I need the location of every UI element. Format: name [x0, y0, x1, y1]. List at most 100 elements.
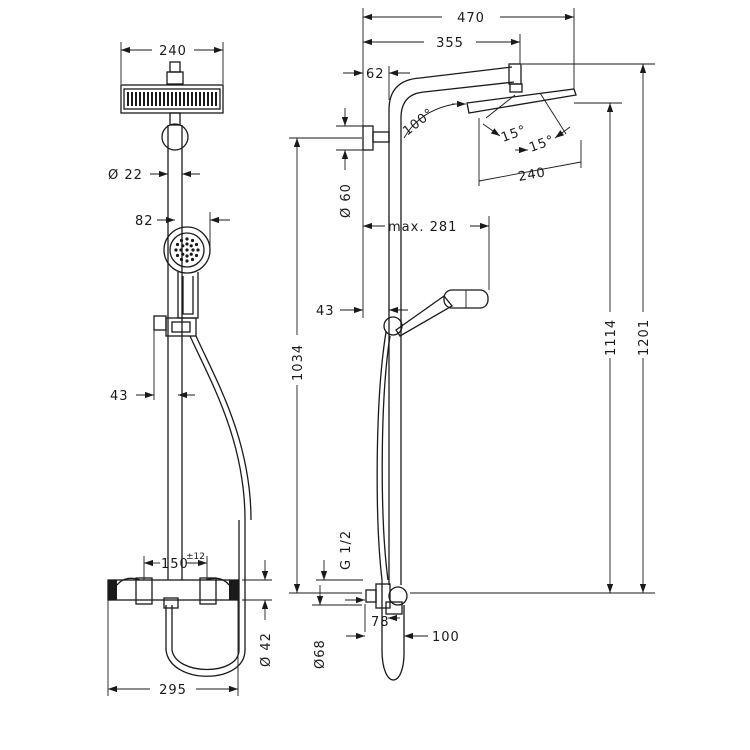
- dim-front-dia-42-label: Ø 42: [259, 632, 274, 667]
- nozzle-bar: [211, 92, 213, 106]
- front-riser-pipe: [167, 125, 183, 580]
- dim-front-dia-22-label: Ø 22: [108, 168, 143, 183]
- dim-front-82: 82: [135, 212, 230, 246]
- nozzle-bar: [191, 92, 193, 106]
- spray-dot: [181, 244, 185, 248]
- dim-side-dia-60-label: Ø 60: [339, 183, 354, 218]
- dim-side-470: 470: [362, 8, 575, 126]
- spray-dot: [179, 257, 184, 262]
- spray-dot: [194, 242, 199, 247]
- dim-side-240: 240: [478, 118, 582, 186]
- nozzle-bar: [179, 92, 181, 106]
- dim-side-g12: G 1/2: [316, 530, 363, 581]
- dim-side-15deg: 15° 15°: [482, 123, 571, 156]
- dim-side-43-label: 43: [316, 304, 335, 319]
- dim-side-62-label: 62: [366, 67, 385, 82]
- side-hand-shower: [383, 289, 489, 337]
- front-slider: [153, 315, 197, 337]
- nozzle-bar: [215, 92, 217, 106]
- side-riser-and-arm: [388, 63, 523, 585]
- nozzle-bar: [167, 92, 169, 106]
- side-thermostat: [365, 583, 408, 615]
- side-wall-bracket: [362, 125, 390, 151]
- spray-dot: [194, 253, 199, 258]
- nozzle-bar: [203, 92, 205, 106]
- nozzle-bar: [187, 92, 189, 106]
- nozzle-bar: [207, 92, 209, 106]
- dim-front-dia-22: Ø 22: [108, 168, 200, 183]
- spray-dot: [185, 242, 189, 246]
- nozzle-bar: [131, 92, 133, 106]
- dim-side-470-label: 470: [457, 11, 485, 26]
- dim-side-62: 62: [343, 66, 410, 100]
- dim-front-295-label: 295: [159, 683, 187, 698]
- dim-side-355: 355: [363, 34, 521, 64]
- dim-front-150-label: 150: [161, 557, 189, 572]
- spray-dot: [185, 237, 189, 241]
- dim-side-100deg-label: 100°: [400, 106, 437, 140]
- front-view: 240 Ø 22 82 43 150 ±12: [107, 42, 274, 698]
- front-overhead-shower: [120, 61, 224, 114]
- nozzle-bar: [135, 92, 137, 106]
- spray-dot: [185, 254, 189, 258]
- dim-front-295: 295: [107, 600, 239, 698]
- spray-dot: [190, 257, 195, 262]
- dim-side-15deg-b-label: 15°: [527, 133, 557, 156]
- spray-dot: [179, 248, 183, 252]
- dim-front-43-label: 43: [110, 389, 129, 404]
- dim-side-43: 43: [316, 150, 408, 319]
- dim-side-1201-label: 1201: [637, 319, 652, 356]
- dim-side-dia-68: Ø68: [312, 585, 362, 669]
- dim-side-100deg: 100°: [400, 100, 466, 140]
- nozzle-bar: [171, 92, 173, 106]
- dim-side-max-281: max. 281: [363, 216, 490, 290]
- dim-side-1034-label: 1034: [291, 344, 306, 381]
- side-view: 470 355 62 100° 15° 15°: [289, 8, 655, 681]
- spray-dot: [185, 248, 189, 252]
- nozzle-bar: [175, 92, 177, 106]
- dim-side-240-label: 240: [517, 165, 547, 185]
- nozzle-bar: [139, 92, 141, 106]
- nozzle-bar: [199, 92, 201, 106]
- dim-side-78: 78: [345, 596, 400, 632]
- dim-front-240-label: 240: [159, 44, 187, 59]
- spray-dot: [189, 252, 193, 256]
- dim-side-1201: 1201: [522, 63, 655, 593]
- dim-side-355-label: 355: [436, 36, 464, 51]
- side-hose: [376, 331, 405, 681]
- dim-side-dia-60: Ø 60: [336, 108, 363, 218]
- spray-dot: [181, 252, 185, 256]
- nozzle-bar: [163, 92, 165, 106]
- spray-dot: [179, 238, 184, 243]
- dim-front-150-tolerance: ±12: [186, 552, 205, 562]
- nozzle-bar: [143, 92, 145, 106]
- nozzle-bar: [127, 92, 129, 106]
- nozzle-bar: [159, 92, 161, 106]
- dim-side-dia-68-label: Ø68: [313, 639, 328, 669]
- dim-front-dia-42: Ø 42: [242, 560, 274, 667]
- side-overhead-shower: [466, 88, 577, 135]
- dim-side-1114: 1114: [410, 102, 655, 594]
- nozzle-bar: [183, 92, 185, 106]
- dim-side-100: 100: [346, 606, 460, 645]
- nozzle-bar: [151, 92, 153, 106]
- spray-dot: [191, 248, 195, 252]
- nozzle-bar: [147, 92, 149, 106]
- front-thermostat: [107, 577, 239, 609]
- dim-side-78-label: 78: [371, 615, 390, 630]
- nozzle-bar: [195, 92, 197, 106]
- front-hand-shower: [163, 226, 211, 319]
- spray-dot: [196, 248, 200, 252]
- dim-front-150: 150 ±12: [143, 552, 208, 580]
- spray-dot: [174, 248, 178, 252]
- dim-side-max-281-label: max. 281: [388, 220, 457, 235]
- dim-front-240: 240: [120, 42, 224, 84]
- spray-dot: [175, 253, 180, 258]
- spray-dot: [189, 244, 193, 248]
- dim-side-1114-label: 1114: [604, 319, 619, 356]
- nozzle-bar: [155, 92, 157, 106]
- dim-side-100-label: 100: [432, 630, 460, 645]
- dim-side-g12-label: G 1/2: [339, 530, 354, 570]
- dim-side-15deg-a-label: 15°: [499, 123, 529, 146]
